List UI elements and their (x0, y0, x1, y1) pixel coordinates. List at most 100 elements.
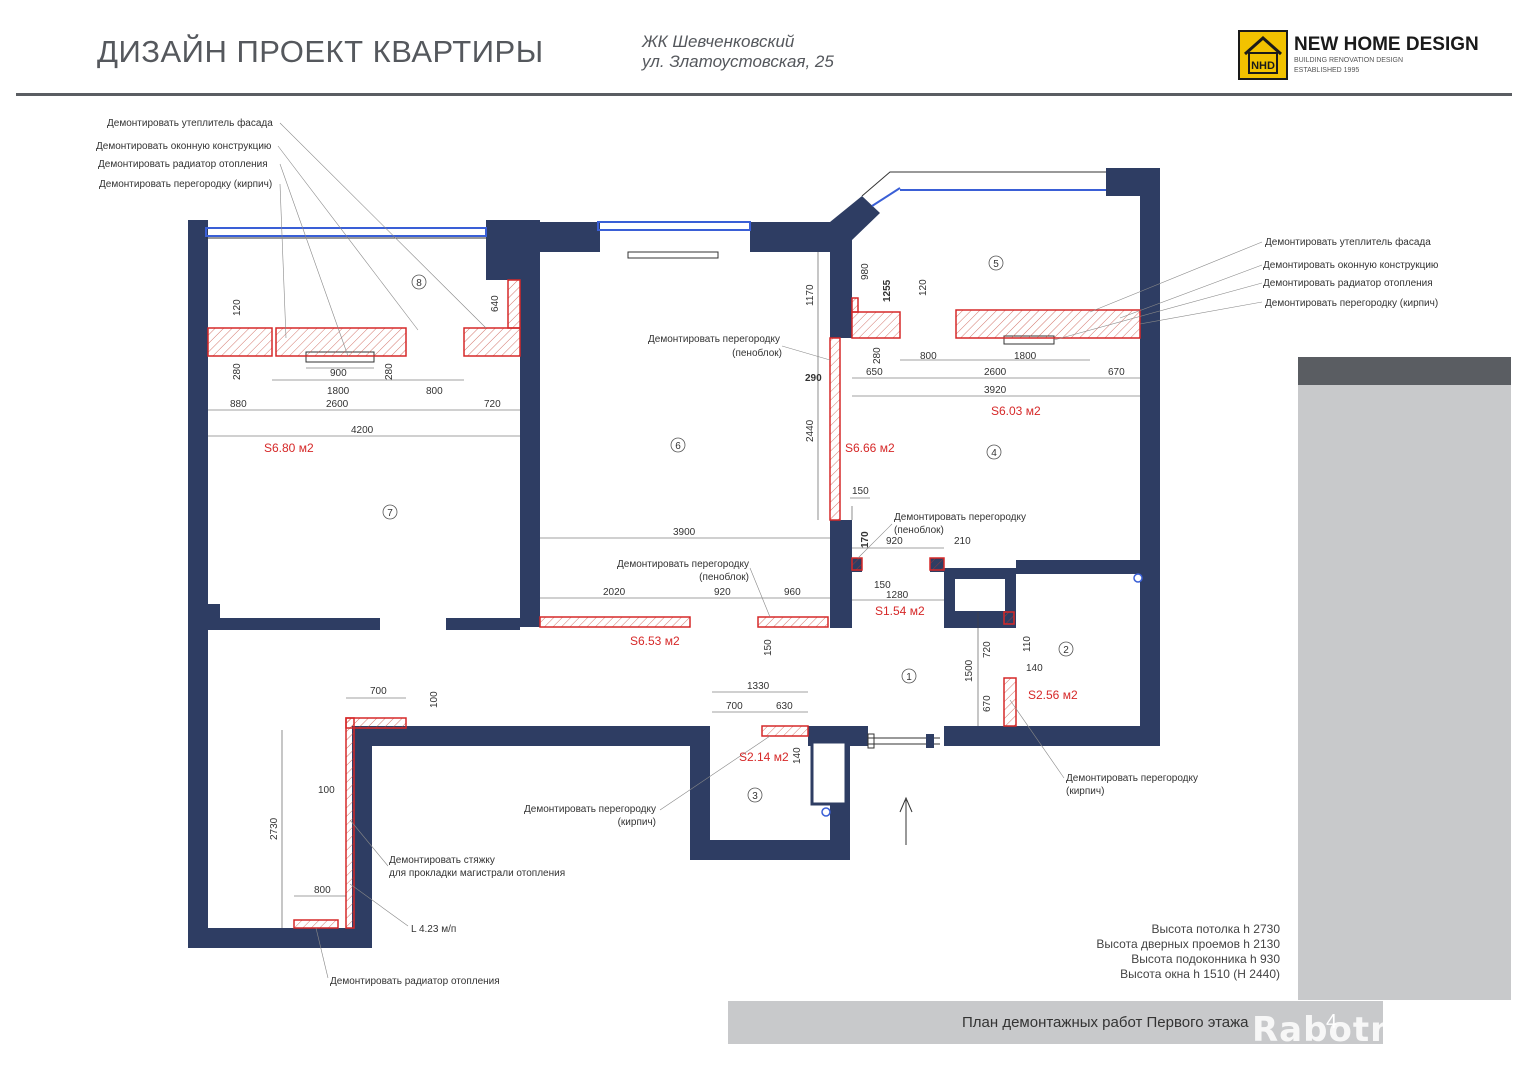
note-block-4-l1: Демонтировать перегородку (894, 512, 1026, 523)
dim-120b: 120 (918, 279, 929, 296)
note-partition-right: Демонтировать перегородку (кирпич) (1265, 298, 1438, 309)
room-number-6: 6 (675, 441, 681, 452)
window-room-5-bevel (871, 187, 901, 207)
dim-640: 640 (490, 295, 501, 312)
dim-670a: 670 (1108, 367, 1125, 378)
dim-980: 980 (860, 263, 871, 280)
entry-arrow-icon (899, 796, 913, 845)
dim-920b: 920 (886, 536, 903, 547)
shaft-void (953, 577, 1007, 613)
room-number-4: 4 (991, 448, 997, 459)
height-specs: Высота потолка h 2730 Высота дверных про… (1096, 922, 1280, 982)
demo-partition-2b (1003, 677, 1017, 727)
wall-top-6b (540, 222, 600, 252)
radiator-6 (627, 251, 719, 259)
dim-900a: 900 (330, 368, 347, 379)
room-number-7: 7 (387, 508, 393, 519)
company-established: ESTABLISHED 1995 (1294, 67, 1360, 74)
note-radiator-left: Демонтировать радиатор отопления (98, 159, 268, 170)
demo-facade-8a (207, 327, 273, 357)
dim-1330: 1330 (747, 681, 770, 692)
note-block-6-l1: Демонтировать перегородку (648, 334, 780, 345)
side-panel-header (1298, 357, 1511, 385)
room-number-5: 5 (993, 259, 999, 270)
dim-150b: 150 (763, 639, 774, 656)
dim-4200: 4200 (351, 425, 374, 436)
entry-door (867, 733, 940, 749)
dim-880: 880 (230, 399, 247, 410)
area-room-6-1: S6.53 м2 (630, 634, 680, 648)
dimension-numbers: 120 640 280 900 1800 280 880 2600 800 72… (230, 263, 1125, 896)
dim-170: 170 (860, 531, 871, 548)
watermark: Rabotniki.UA (1252, 1010, 1513, 1050)
demo-facade-5a (851, 311, 901, 339)
demo-stub-a (851, 557, 863, 571)
company-name: NEW HOME DESIGN (1294, 34, 1479, 55)
note-block-1-l2: (пеноблок) (699, 571, 749, 583)
annotations: Демонтировать утеплитель фасада Демонтир… (96, 117, 1439, 987)
dim-670b: 670 (982, 695, 993, 712)
dim-1280: 1280 (886, 590, 909, 601)
spec-window: Высота окна h 1510 (H 2440) (1120, 967, 1280, 981)
note-screed-l1: Демонтировать стяжку (389, 855, 495, 866)
complex-name: ЖК Шевченковский (642, 32, 795, 51)
dim-110: 110 (1022, 636, 1033, 652)
note-radiator-bottom: Демонтировать радиатор отопления (330, 976, 500, 987)
dim-720b: 720 (982, 641, 993, 658)
dim-1800a: 1800 (327, 386, 350, 397)
note-brick-2-l1: Демонтировать перегородку (1066, 773, 1198, 784)
demo-facade-5b (955, 309, 1141, 339)
note-brick-3-l2: (кирпич) (618, 817, 656, 828)
dim-800a: 800 (426, 386, 443, 397)
dim-2730: 2730 (269, 817, 280, 840)
note-window-right: Демонтировать оконную конструкцию (1263, 260, 1439, 271)
demo-partition-6-4 (829, 337, 841, 521)
dim-800b: 800 (920, 351, 937, 362)
wall-2-top (1016, 560, 1160, 574)
demo-partition-3 (761, 725, 809, 737)
area-labels: S6.80 м2 S6.66 м2 S6.03 м2 S6.53 м2 S1.5… (264, 404, 1078, 764)
dim-2600b: 2600 (984, 367, 1007, 378)
dim-700a: 700 (726, 701, 743, 712)
note-brick-2-l2: (кирпич) (1066, 786, 1104, 797)
wall-mid-1 (520, 222, 540, 627)
dim-960: 960 (784, 587, 801, 598)
wall-7-corner (206, 604, 220, 630)
dim-1800b: 1800 (1014, 351, 1037, 362)
company-tagline: BUILDING RENOVATION DESIGN (1294, 57, 1404, 64)
demo-radiator-7 (293, 919, 339, 929)
dim-290: 290 (805, 373, 822, 384)
wall-bevel (830, 196, 880, 252)
dim-150a: 150 (852, 486, 869, 497)
room-number-1: 1 (906, 672, 912, 683)
wall-corridor (352, 726, 700, 746)
dim-3900: 3900 (673, 527, 696, 538)
dim-650: 650 (866, 367, 883, 378)
dim-100a: 100 (429, 691, 440, 708)
area-room-2: S2.56 м2 (1028, 688, 1078, 702)
demo-screed-vertical (345, 717, 355, 929)
note-window-left: Демонтировать оконную конструкцию (96, 141, 272, 152)
windows (205, 171, 1106, 237)
wall-corner (188, 220, 206, 238)
page-number: 4 (1326, 1011, 1338, 1033)
window-room-8 (205, 227, 487, 237)
spec-doors: Высота дверных проемов h 2130 (1096, 937, 1280, 951)
riser-icon-2 (821, 807, 831, 817)
wall-right (1140, 168, 1160, 745)
bath-fixture (810, 740, 848, 806)
wall-top-6 (750, 222, 830, 252)
note-block-4-l2: (пеноблок) (894, 524, 944, 536)
dim-280c: 280 (872, 347, 883, 364)
wall-7-bottom-b (446, 618, 520, 630)
logo-mark: NHD (1251, 60, 1275, 72)
page-title: ДИЗАЙН ПРОЕКТ КВАРТИРЫ (97, 34, 544, 69)
demo-wall-5 (851, 297, 859, 313)
window-room-6 (597, 221, 751, 231)
wall-mid-3 (830, 520, 852, 628)
dim-150c: 150 (874, 580, 891, 591)
walls (188, 168, 1160, 948)
dim-2440: 2440 (805, 419, 816, 442)
demo-facade-8c (463, 327, 521, 357)
wall-7-bottom (206, 618, 380, 630)
